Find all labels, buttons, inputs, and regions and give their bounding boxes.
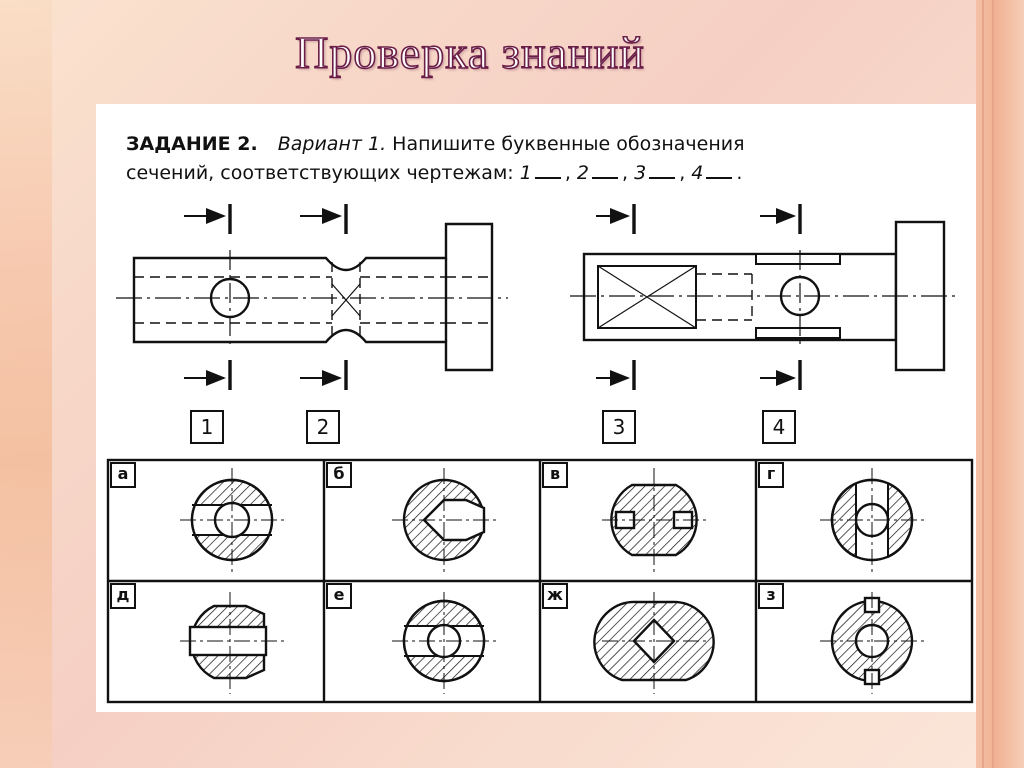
section-mark-1 xyxy=(184,204,232,390)
task-label: ЗАДАНИЕ 2. xyxy=(126,133,258,155)
option-e-section xyxy=(392,592,496,694)
section-mark-4 xyxy=(760,204,802,390)
section-mark-3 xyxy=(596,204,636,390)
blank-label-1: 1 xyxy=(519,162,532,184)
section-number-2: 2 xyxy=(306,410,340,444)
option-g-section xyxy=(820,468,924,572)
option-a-section xyxy=(180,468,284,572)
task-text: ЗАДАНИЕ 2. Вариант 1. Напишите буквенные… xyxy=(126,133,745,184)
task-drawing: ЗАДАНИЕ 2. Вариант 1. Напишите буквенные… xyxy=(96,104,976,712)
blank-label-2: 2 xyxy=(576,162,590,184)
right-decor-line xyxy=(982,0,984,768)
option-z-section xyxy=(820,592,924,694)
option-label-g: г xyxy=(758,462,784,488)
section-number-4: 4 xyxy=(762,410,796,444)
slide-title: Проверка знаний xyxy=(294,26,645,79)
option-label-d: д xyxy=(110,583,136,609)
option-label-v: в xyxy=(542,462,568,488)
right-decor-line xyxy=(992,0,994,768)
answer-blank-1 xyxy=(534,163,561,179)
left-decor-stripe xyxy=(0,0,52,768)
answer-blank-3 xyxy=(649,163,676,179)
option-label-zh: ж xyxy=(542,583,568,609)
blank-label-3: 3 xyxy=(634,162,647,184)
option-label-e: е xyxy=(326,583,352,609)
options-grid xyxy=(106,458,974,704)
option-label-a: а xyxy=(110,462,136,488)
option-d-section xyxy=(180,592,284,694)
left-shaft-drawing xyxy=(116,222,508,372)
section-number-3: 3 xyxy=(602,410,636,444)
option-zh-section xyxy=(593,592,715,694)
answer-blank-4 xyxy=(706,163,733,179)
right-decor-stripe xyxy=(976,0,1024,768)
task-instruction-2: сечений, соответствующих чертежам: xyxy=(126,162,514,184)
answer-blank-2 xyxy=(592,163,619,179)
option-b-section xyxy=(392,468,496,572)
task-instruction-1: Напишите буквенные обозначения xyxy=(392,133,745,155)
blank-label-4: 4 xyxy=(691,162,704,184)
task-variant: Вариант 1. xyxy=(277,133,387,155)
option-v-section xyxy=(602,468,708,572)
technical-drawing-svg xyxy=(106,204,974,704)
section-mark-2 xyxy=(300,204,348,390)
option-label-z: з xyxy=(758,583,784,609)
option-label-b: б xyxy=(326,462,352,488)
right-shaft-drawing xyxy=(570,220,958,372)
section-number-1: 1 xyxy=(190,410,224,444)
